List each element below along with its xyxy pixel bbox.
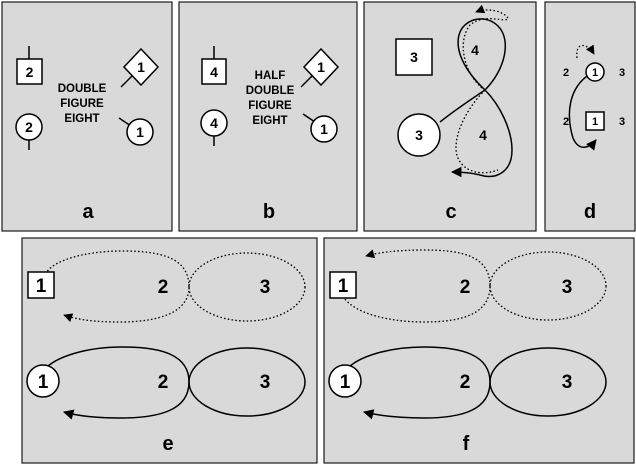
panel-f-bottom-left-loop-upper [345,346,491,383]
panel-f-top-left-loop-upper [365,249,491,287]
panel-f-letter: f [463,433,470,455]
panel-e-top-left-loop-lower [63,286,190,323]
panel-d-bottom-left-number: 2 [563,116,569,128]
panel-c-loop-bottom-dotted [455,89,499,174]
panel-a-circle-right-number: 1 [136,124,144,140]
panel-b-caption-line-4: EIGHT [252,115,287,127]
panel-c: 3 3 4 4 c [363,1,537,232]
panel-c-square [395,38,433,76]
panel-f-top-right-number: 3 [562,277,573,298]
panel-f-bottom-left-loop-lower [362,381,491,420]
panel-d-arrow-dotted [576,44,595,59]
panel-b-circle-right-number: 1 [320,121,328,137]
panel-d: 1 1 2 3 2 3 d [544,1,636,232]
panel-a: 2 2 DOUBLE FIGURE EIGHT 1 1 a [1,1,173,232]
panel-c-letter: c [445,201,456,223]
panel-d-top-right-number: 3 [619,67,625,79]
panel-c-loop-top-dotted [462,17,509,89]
panel-c-loop-top-solid [457,18,507,91]
panel-e-top-square-number: 1 [36,276,47,297]
panel-b-circle-right [310,115,338,143]
panel-e-top-right-loop [188,252,306,322]
panel-d-top-left-number: 2 [563,67,569,79]
panel-b-diamond-number: 1 [317,59,325,75]
panel-c-circle [397,113,441,157]
panel-a-caption-line-3: EIGHT [64,113,99,125]
panel-e-bottom-mid-number: 2 [158,372,169,393]
panel-b: 4 4 HALF DOUBLE FIGURE EIGHT 1 1 b [178,1,358,232]
panel-b-diamond-stem [300,75,313,88]
panel-b-diamond [302,47,340,87]
panel-c-arrow-top [475,4,509,19]
panel-f-top-square-number: 1 [338,276,349,297]
panel-c-arrow-bottom [450,166,481,178]
panel-b-circle-left-number: 4 [210,115,218,131]
panel-b-square [201,58,227,85]
panel-e: 1 2 3 1 2 3 e [21,237,318,464]
panel-b-square-number: 4 [210,64,218,80]
panel-e-top-mid-number: 2 [158,277,169,298]
panel-a-diamond-stem [120,75,133,88]
panel-a-caption-line-1: DOUBLE [58,83,107,95]
panel-c-loop-bottom-number: 4 [479,127,487,143]
panel-d-bottom-right-number: 3 [619,116,625,128]
panel-e-bottom-left-loop-lower [62,381,190,420]
panel-b-caption-line-1: HALF [255,70,286,82]
panel-b-letter: b [263,201,275,223]
panel-a-circle-left-number: 2 [25,119,33,135]
panel-e-top-right-number: 3 [260,277,271,298]
panel-a-letter: a [82,201,94,223]
panel-a-diamond-number: 1 [137,59,145,75]
panel-d-letter: d [584,201,596,223]
panel-a-caption-line-2: FIGURE [60,98,104,110]
panel-f-bottom-circle [328,364,362,398]
panel-f-bottom-right-number: 3 [562,372,573,393]
panel-f-background [323,237,635,464]
panel-d-circle-number: 1 [592,67,598,79]
panel-c-circle-number: 3 [415,127,423,143]
panel-e-bottom-circle-number: 1 [38,372,49,393]
panel-e-bottom-left-loop-upper [43,346,190,383]
panel-f-top-square [329,271,357,299]
panel-a-square [16,58,43,85]
panel-f-bottom-circle-number: 1 [340,372,351,393]
panel-b-caption-line-3: FIGURE [248,100,292,112]
panel-c-loop-bottom-solid [479,89,513,178]
panel-d-square-number: 1 [592,116,598,128]
panel-e-bottom-circle [26,364,60,398]
panel-e-top-left-loop-upper [45,250,190,288]
panel-d-square [585,111,605,131]
panel-a-square-number: 2 [26,64,34,80]
panel-e-letter: e [162,433,173,455]
panel-e-bottom-right-number: 3 [260,372,271,393]
panel-f-bottom-mid-number: 2 [460,372,471,393]
panel-d-arrow-solid [568,73,597,151]
panel-f-top-left-loop-lower [343,285,491,323]
panel-f: 1 2 3 1 2 3 f [323,237,635,464]
panel-e-background [21,237,318,464]
panel-a-diamond [122,47,160,87]
panel-c-background [363,1,537,232]
panel-c-connector [439,89,486,123]
panel-c-loop-top-number: 4 [471,42,479,58]
panel-e-top-square [27,271,55,299]
panel-b-circle-right-stem [302,113,316,123]
panel-a-circle-right [126,118,154,146]
panel-f-top-right-loop [489,251,607,321]
panel-c-square-number: 3 [410,49,418,65]
panel-f-top-mid-number: 2 [460,277,471,298]
panel-d-circle [585,62,605,82]
panel-b-caption-line-2: DOUBLE [246,85,295,97]
